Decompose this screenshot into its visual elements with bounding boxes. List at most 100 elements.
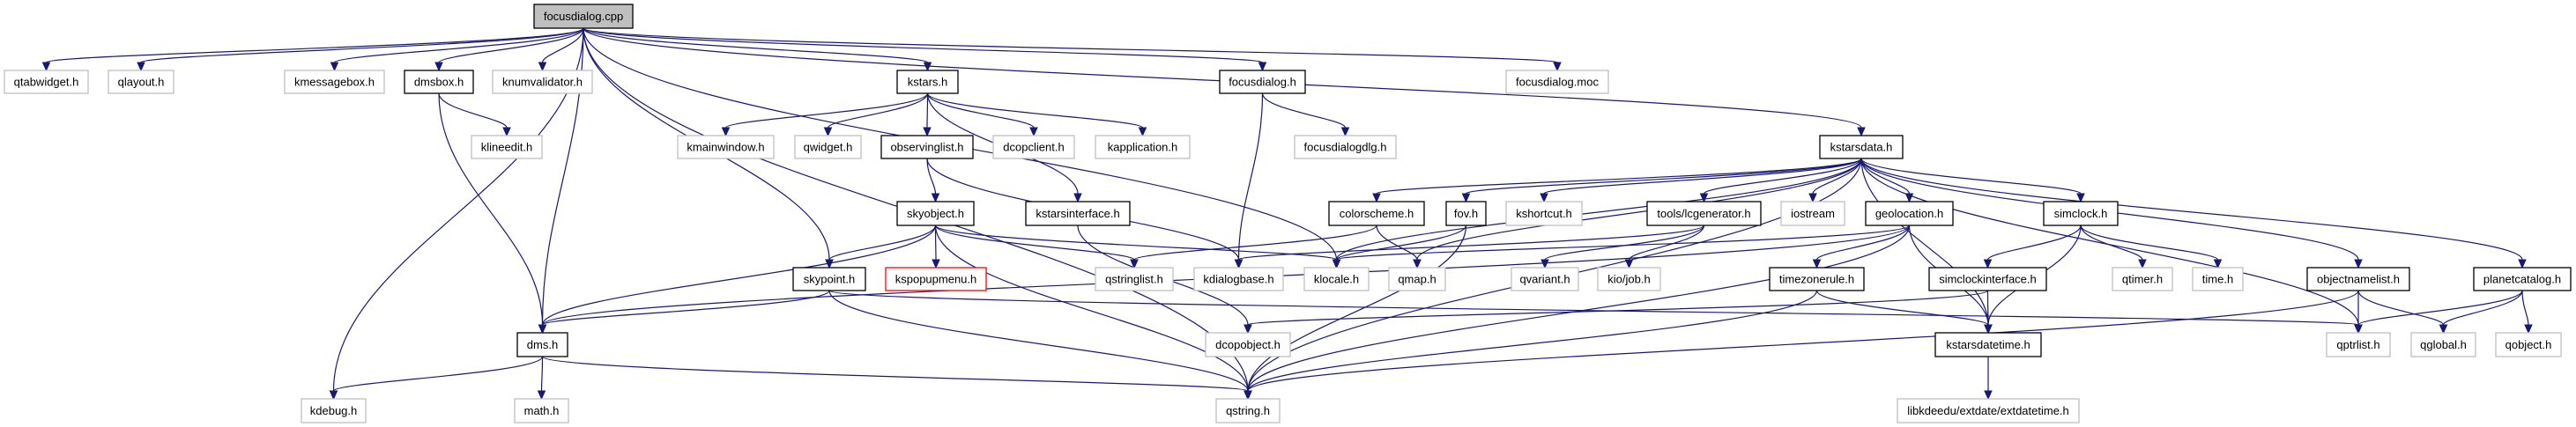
node-tools-lcgenerator-h[interactable]: tools/lcgenerator.h <box>1646 201 1762 226</box>
node-box <box>1388 267 1446 291</box>
node-focusdialog-cpp[interactable]: focusdialog.cpp <box>533 4 634 29</box>
arrowhead-qtimer-h-icon <box>2138 259 2147 269</box>
arrowhead-qwidget-h-icon <box>823 127 833 137</box>
node-kstars-h[interactable]: kstars.h <box>896 70 959 94</box>
arrowhead-qlayout-h-icon <box>137 62 145 72</box>
node-box <box>1597 267 1661 291</box>
node-label: qstringlist.h <box>1105 273 1163 286</box>
edge-focusdialog-cpp-to-knumvalidator-h <box>541 27 584 63</box>
edge-focusdialog-cpp-to-focusdialog-moc <box>583 27 1558 63</box>
node-qptrlist-h: qptrlist.h <box>2326 332 2391 357</box>
arrowhead-qvariant-h-icon <box>1540 259 1549 269</box>
edge-observinglist-h-to-skyobject-h <box>926 158 937 195</box>
node-klocale-h: klocale.h <box>1303 267 1370 291</box>
edge-skypoint-h-to-qstring-h <box>828 290 1249 392</box>
arrowhead-simclockinterface-h-icon <box>1983 259 1993 269</box>
node-geolocation-h[interactable]: geolocation.h <box>1865 201 1954 226</box>
edge-skyobject-h-to-dms-h <box>541 225 937 326</box>
node-colorscheme-h[interactable]: colorscheme.h <box>1328 201 1425 226</box>
edge-dms-h-to-qstring-h <box>541 356 1249 392</box>
node-skypoint-h[interactable]: skypoint.h <box>792 267 866 291</box>
node-box <box>1215 398 1281 423</box>
node-label: kspopupmenu.h <box>895 273 977 286</box>
node-box <box>516 332 568 357</box>
node-box <box>896 201 975 226</box>
edge-kstarsdata-h-to-kshortcut-h <box>1543 158 1862 195</box>
arrowhead-observinglist-h-icon <box>923 127 932 137</box>
edge-focusdialog-cpp-to-kstars-h <box>583 27 929 63</box>
arrowhead-kmessagebox-h-icon <box>330 62 339 72</box>
node-kstarsinterface-h[interactable]: kstarsinterface.h <box>1025 201 1131 226</box>
edge-lcgenerator-h-to-kdialogbase-h <box>1237 225 1705 261</box>
edge-geolocation-h-to-timezonerule-h <box>1815 225 1911 261</box>
node-qlayout-h: qlayout.h <box>108 70 174 94</box>
edge-kstarsdata-h-to-lcgenerator-h <box>1703 158 1862 195</box>
arrowhead-kiojob-h-icon <box>1624 259 1634 269</box>
arrowhead-colorscheme-h-icon <box>1372 193 1381 203</box>
node-kmessagebox-h: kmessagebox.h <box>284 70 385 94</box>
arrowhead-qmap-h-icon <box>1413 259 1422 269</box>
node-simclock-h[interactable]: simclock.h <box>2043 201 2119 226</box>
edge-simclockinterface-h-to-dcopobject-h <box>1247 290 1989 326</box>
edge-dms-h-to-math-h <box>540 356 544 392</box>
node-planetcatalog-h[interactable]: planetcatalog.h <box>2473 267 2572 291</box>
edge-dmsbox-h-to-dms-h <box>438 92 544 326</box>
arrowhead-kdebug-h-icon <box>329 390 338 401</box>
node-timezonerule-h[interactable]: timezonerule.h <box>1769 267 1865 291</box>
arrowhead-focusdialogdlg-h-icon <box>1340 127 1350 137</box>
node-box <box>533 4 634 29</box>
node-label: kdialogbase.h <box>1203 273 1273 286</box>
node-box <box>896 70 959 94</box>
arrowhead-focusdialog-h-icon <box>1258 62 1267 72</box>
node-kspopupmenu-h[interactable]: kspopupmenu.h <box>885 267 987 291</box>
arrowhead-kshortcut-h-icon <box>1540 193 1548 203</box>
edge-geolocation-h-to-qstring-h <box>1247 225 1911 392</box>
node-label: klineedit.h <box>481 141 533 154</box>
edge-kstarsdata-h-to-colorscheme-h <box>1376 158 1862 195</box>
node-label: colorscheme.h <box>1340 207 1414 220</box>
node-klineedit-h: klineedit.h <box>471 135 543 159</box>
node-box <box>2495 332 2562 357</box>
arrowhead-extdatetime-h-icon <box>1984 390 1993 401</box>
node-dcopclient-h: dcopclient.h <box>992 135 1075 159</box>
node-kstarsdata-h[interactable]: kstarsdata.h <box>1819 135 1904 159</box>
node-label: dmsbox.h <box>414 76 464 89</box>
node-label: kstarsdatetime.h <box>1946 338 2030 351</box>
node-box <box>1865 201 1954 226</box>
node-dms-h[interactable]: dms.h <box>516 332 568 357</box>
node-box <box>1934 332 2042 357</box>
node-box <box>492 70 593 94</box>
edge-skypoint-h-to-qptrlist-h <box>828 290 2359 326</box>
node-label: kapplication.h <box>1108 141 1178 154</box>
node-dmsbox-h[interactable]: dmsbox.h <box>404 70 474 94</box>
node-box <box>677 135 775 159</box>
node-label: qmap.h <box>1398 273 1436 286</box>
node-box <box>514 398 569 423</box>
node-box <box>471 135 543 159</box>
node-focusdialog-h[interactable]: focusdialog.h <box>1219 70 1306 94</box>
node-box <box>1193 267 1284 291</box>
node-label: math.h <box>524 404 560 417</box>
edge-skyobject-h-to-qstring-h <box>934 225 1249 392</box>
arrowhead-knumvalidator-h-icon <box>538 62 547 72</box>
node-kstarsdatetime-h[interactable]: kstarsdatetime.h <box>1934 332 2042 357</box>
edge-dms-h-to-kdebug-h <box>332 356 544 392</box>
arrowhead-qglobal-h-icon <box>2439 324 2448 335</box>
node-box <box>1095 135 1191 159</box>
arrowhead-dcopclient-h-icon <box>1029 127 1038 137</box>
node-label: kstarsdata.h <box>1830 141 1893 154</box>
node-label: simclock.h <box>2054 207 2108 220</box>
node-label: qwidget.h <box>804 141 853 154</box>
node-qobject-h: qobject.h <box>2495 332 2562 357</box>
node-fov-h[interactable]: fov.h <box>1445 201 1487 226</box>
edge-colorscheme-h-to-qmap-h <box>1376 225 1418 261</box>
node-label: knumvalidator.h <box>502 76 583 89</box>
node-label: qvariant.h <box>1519 273 1570 286</box>
arrowhead-time-h-icon <box>2213 259 2223 269</box>
node-observinglist-h[interactable]: observinglist.h <box>880 135 974 159</box>
arrowhead-kspopupmenu-h-icon <box>932 259 940 269</box>
node-skyobject-h[interactable]: skyobject.h <box>896 201 975 226</box>
node-box <box>1445 201 1487 226</box>
node-simclockinterface-h[interactable]: simclockinterface.h <box>1928 267 2047 291</box>
node-objectnamelist-h[interactable]: objectnamelist.h <box>2306 267 2410 291</box>
